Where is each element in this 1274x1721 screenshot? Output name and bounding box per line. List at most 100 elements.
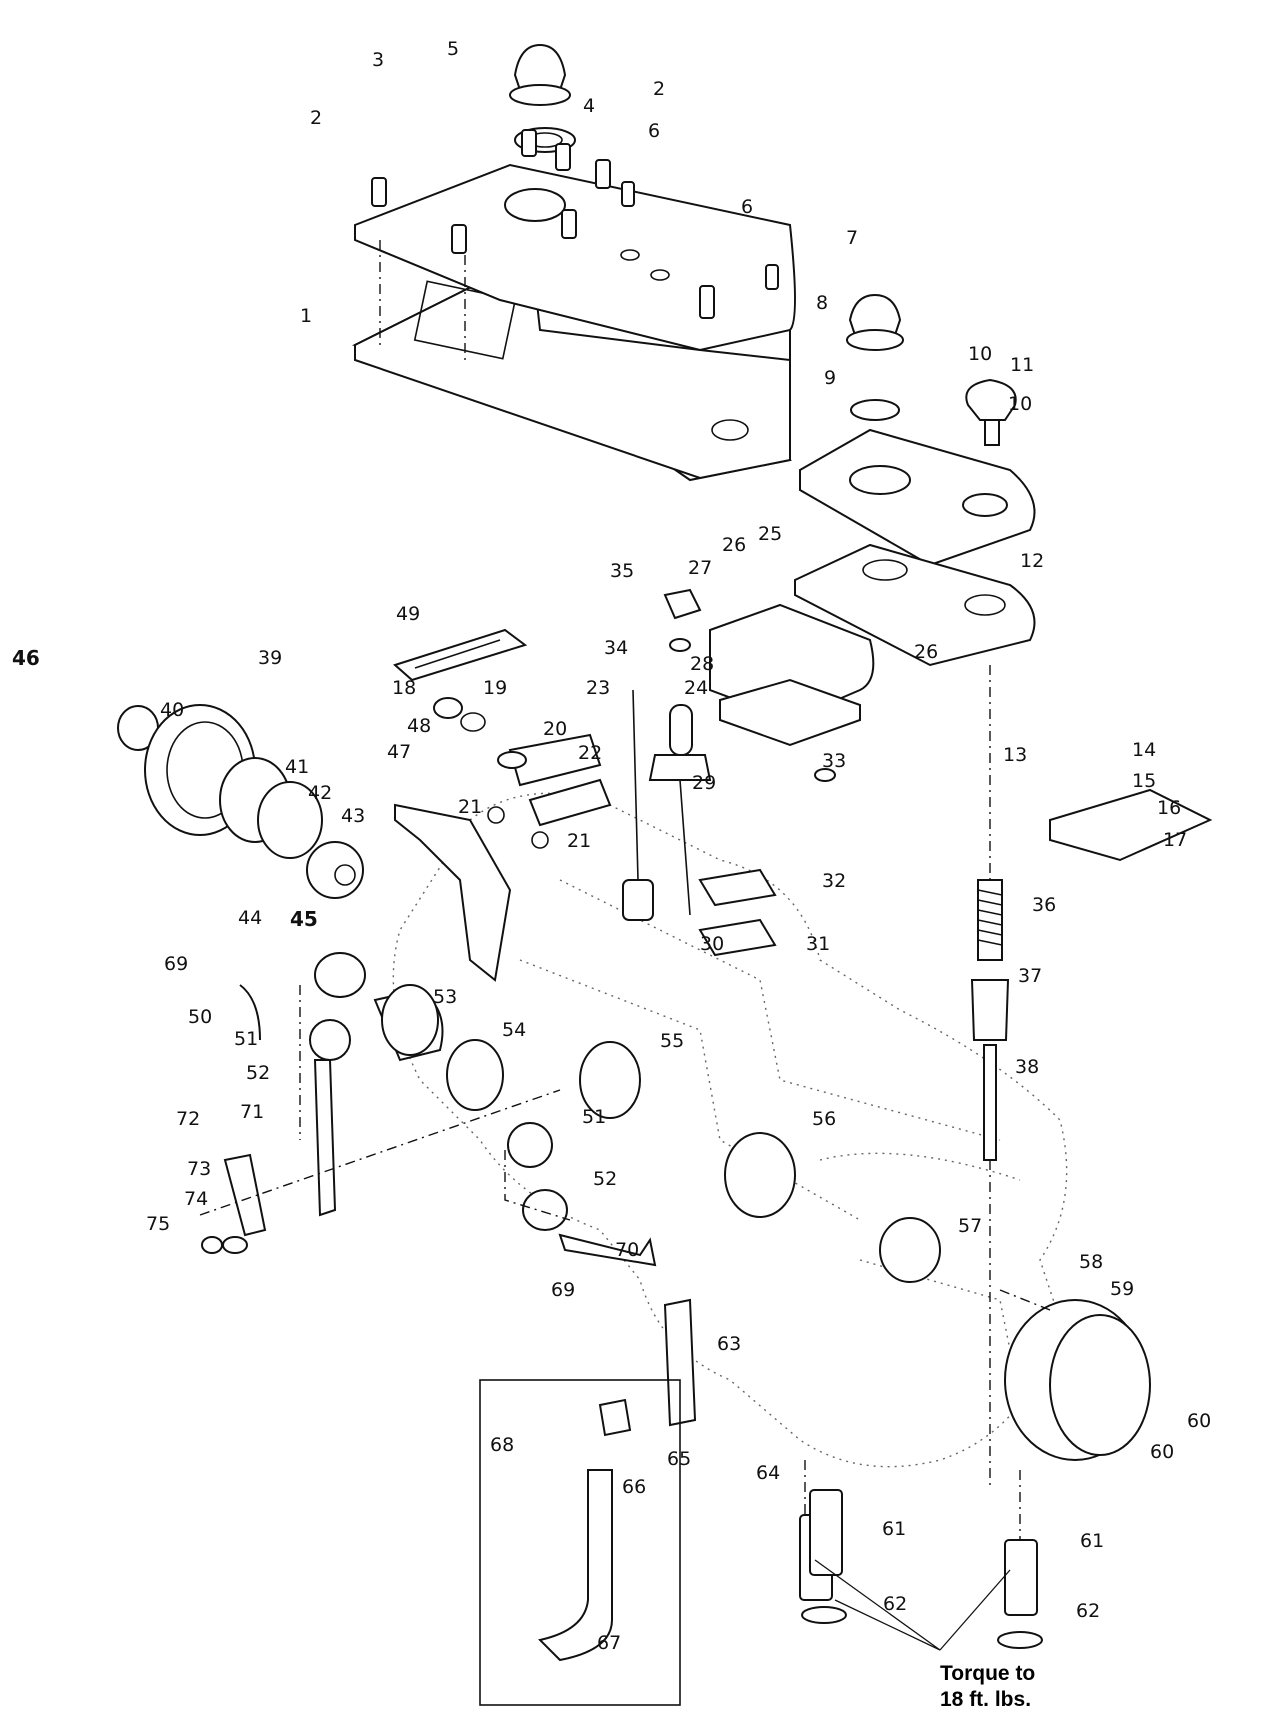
callout-42: 42 [308,782,332,804]
callout-10: 10 [968,343,992,365]
callout-5: 5 [447,38,459,60]
callout-54: 54 [502,1019,526,1041]
callout-60: 60 [1150,1441,1174,1463]
tube-bracket-assembly [479,1298,697,1706]
callout-40: 40 [160,699,184,721]
callout-7: 7 [846,227,858,249]
callout-73: 73 [187,1158,211,1180]
torque-note-leaders [814,1559,1011,1651]
callout-58: 58 [1079,1251,1103,1273]
callout-20: 20 [543,718,567,740]
blocks-part-31-32 [698,868,777,957]
callout-52: 52 [246,1062,270,1084]
direction-label-part-49 [393,628,528,682]
shaft-assembly [970,788,1213,1161]
callout-6: 6 [648,120,660,142]
callout-75: 75 [146,1213,170,1235]
callout-55: 55 [660,1030,684,1052]
callout-30: 30 [700,933,724,955]
callout-25: 25 [758,523,782,545]
callout-23: 23 [586,677,610,699]
top-cover-plate [354,163,796,352]
callout-68: 68 [490,1434,514,1456]
mounting-bolts-part-61 [799,1489,1043,1649]
callout-63: 63 [717,1333,741,1355]
callout-28: 28 [690,653,714,675]
callout-49: 49 [396,603,420,625]
callout-22: 22 [578,742,602,764]
callout-14: 14 [1132,739,1156,761]
callout-47: 47 [387,741,411,763]
callout-19: 19 [483,677,507,699]
callout-26: 26 [722,534,746,556]
callout-67: 67 [597,1632,621,1654]
upper-bracket-assembly [663,588,875,782]
callout-6: 6 [741,196,753,218]
callout-18: 18 [392,677,416,699]
callout-38: 38 [1015,1056,1039,1078]
callout-13: 13 [1003,744,1027,766]
filler-cap-part-8 [846,293,1017,446]
callout-65: 65 [667,1448,691,1470]
shift-fork-part-47 [394,803,512,982]
callout-53: 53 [433,986,457,1008]
callout-11: 11 [1010,354,1034,376]
callout-57: 57 [958,1215,982,1237]
bearing-assembly-part-39 [117,704,364,899]
callout-66: 66 [622,1476,646,1498]
callout-61: 61 [882,1518,906,1540]
callout-64: 64 [756,1462,780,1484]
callout-15: 15 [1132,770,1156,792]
callout-12: 12 [1020,550,1044,572]
callout-44: 44 [238,907,262,929]
callout-2: 2 [653,78,665,100]
sensor-rods [622,689,712,921]
callout-74: 74 [184,1188,208,1210]
callout-48: 48 [407,715,431,737]
callout-37: 37 [1018,965,1042,987]
callout-39: 39 [258,647,282,669]
callout-35: 35 [610,560,634,582]
callout-60: 60 [1187,1410,1211,1432]
filler-cap-part-5 [509,43,576,153]
callout-36: 36 [1032,894,1056,916]
callout-17: 17 [1163,829,1187,851]
callout-3: 3 [372,49,384,71]
callout-69: 69 [551,1279,575,1301]
callout-1: 1 [300,305,312,327]
callout-10: 10 [1008,393,1032,415]
callout-2: 2 [310,107,322,129]
callout-27: 27 [688,557,712,579]
callout-21: 21 [567,830,591,852]
callout-21: 21 [458,796,482,818]
torque-note-line2: 18 ft. lbs. [940,1688,1031,1711]
callout-34: 34 [604,637,628,659]
callout-70: 70 [615,1239,639,1261]
callout-16: 16 [1157,797,1181,819]
callout-59: 59 [1110,1278,1134,1300]
callout-50: 50 [188,1006,212,1028]
callout-31: 31 [806,933,830,955]
callout-69: 69 [164,953,188,975]
right-cover-part-12 [794,428,1036,667]
torque-note-line1: Torque to [940,1662,1035,1685]
callout-26: 26 [914,641,938,663]
callout-33: 33 [822,750,846,772]
callout-4: 4 [583,95,595,117]
callout-29: 29 [692,772,716,794]
callout-71: 71 [240,1101,264,1123]
callout-46: 46 [12,646,40,670]
callout-45: 45 [290,907,318,931]
rod-part-70 [558,1233,657,1267]
callout-24: 24 [684,677,708,699]
callout-52: 52 [593,1168,617,1190]
callout-61: 61 [1080,1530,1104,1552]
alignment-lines [199,240,1051,1540]
callout-72: 72 [176,1108,200,1130]
callout-32: 32 [822,870,846,892]
callout-41: 41 [285,756,309,778]
callout-8: 8 [816,292,828,314]
